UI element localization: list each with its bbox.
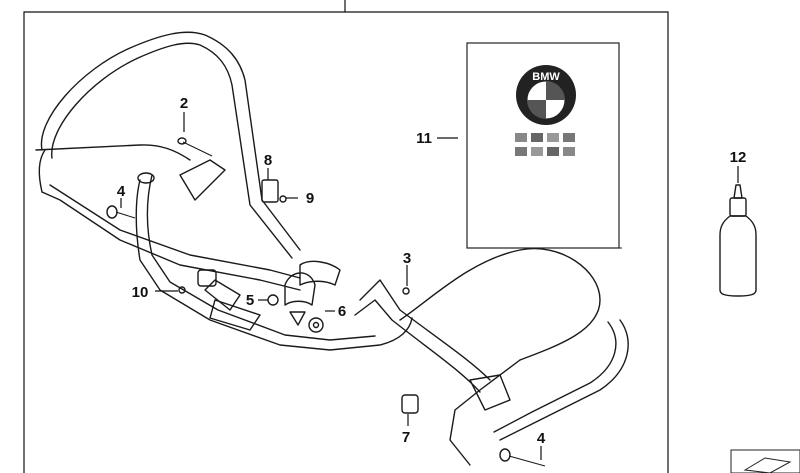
owners-manual: BMW	[466, 42, 622, 249]
crash-bar-assembly	[35, 31, 629, 466]
callout-12: 12	[730, 149, 747, 166]
manual-flags	[515, 133, 575, 156]
callout-8: 8	[264, 152, 272, 169]
bmw-logo-text: BMW	[532, 71, 560, 83]
callout-5: 5	[246, 292, 254, 309]
callout-7: 7	[402, 429, 410, 446]
hardware-parts	[106, 137, 546, 467]
bmw-logo: BMW	[516, 65, 576, 125]
corner-icon	[730, 449, 800, 473]
callout-4: 4	[117, 183, 126, 200]
callout-3: 3	[403, 250, 411, 267]
callout-11: 11	[416, 130, 432, 147]
callouts: 2 8 9 4 3 10 5 6 11 12 7 4	[117, 95, 747, 447]
callout-9: 9	[306, 190, 314, 207]
leader-lines	[120, 112, 739, 460]
diagram-frame	[23, 0, 669, 473]
adhesive-bottle	[719, 184, 757, 297]
callout-2: 2	[180, 95, 188, 112]
callout-6: 6	[338, 303, 346, 320]
callout-10: 10	[132, 284, 149, 301]
callout-4-lower: 4	[537, 430, 546, 447]
